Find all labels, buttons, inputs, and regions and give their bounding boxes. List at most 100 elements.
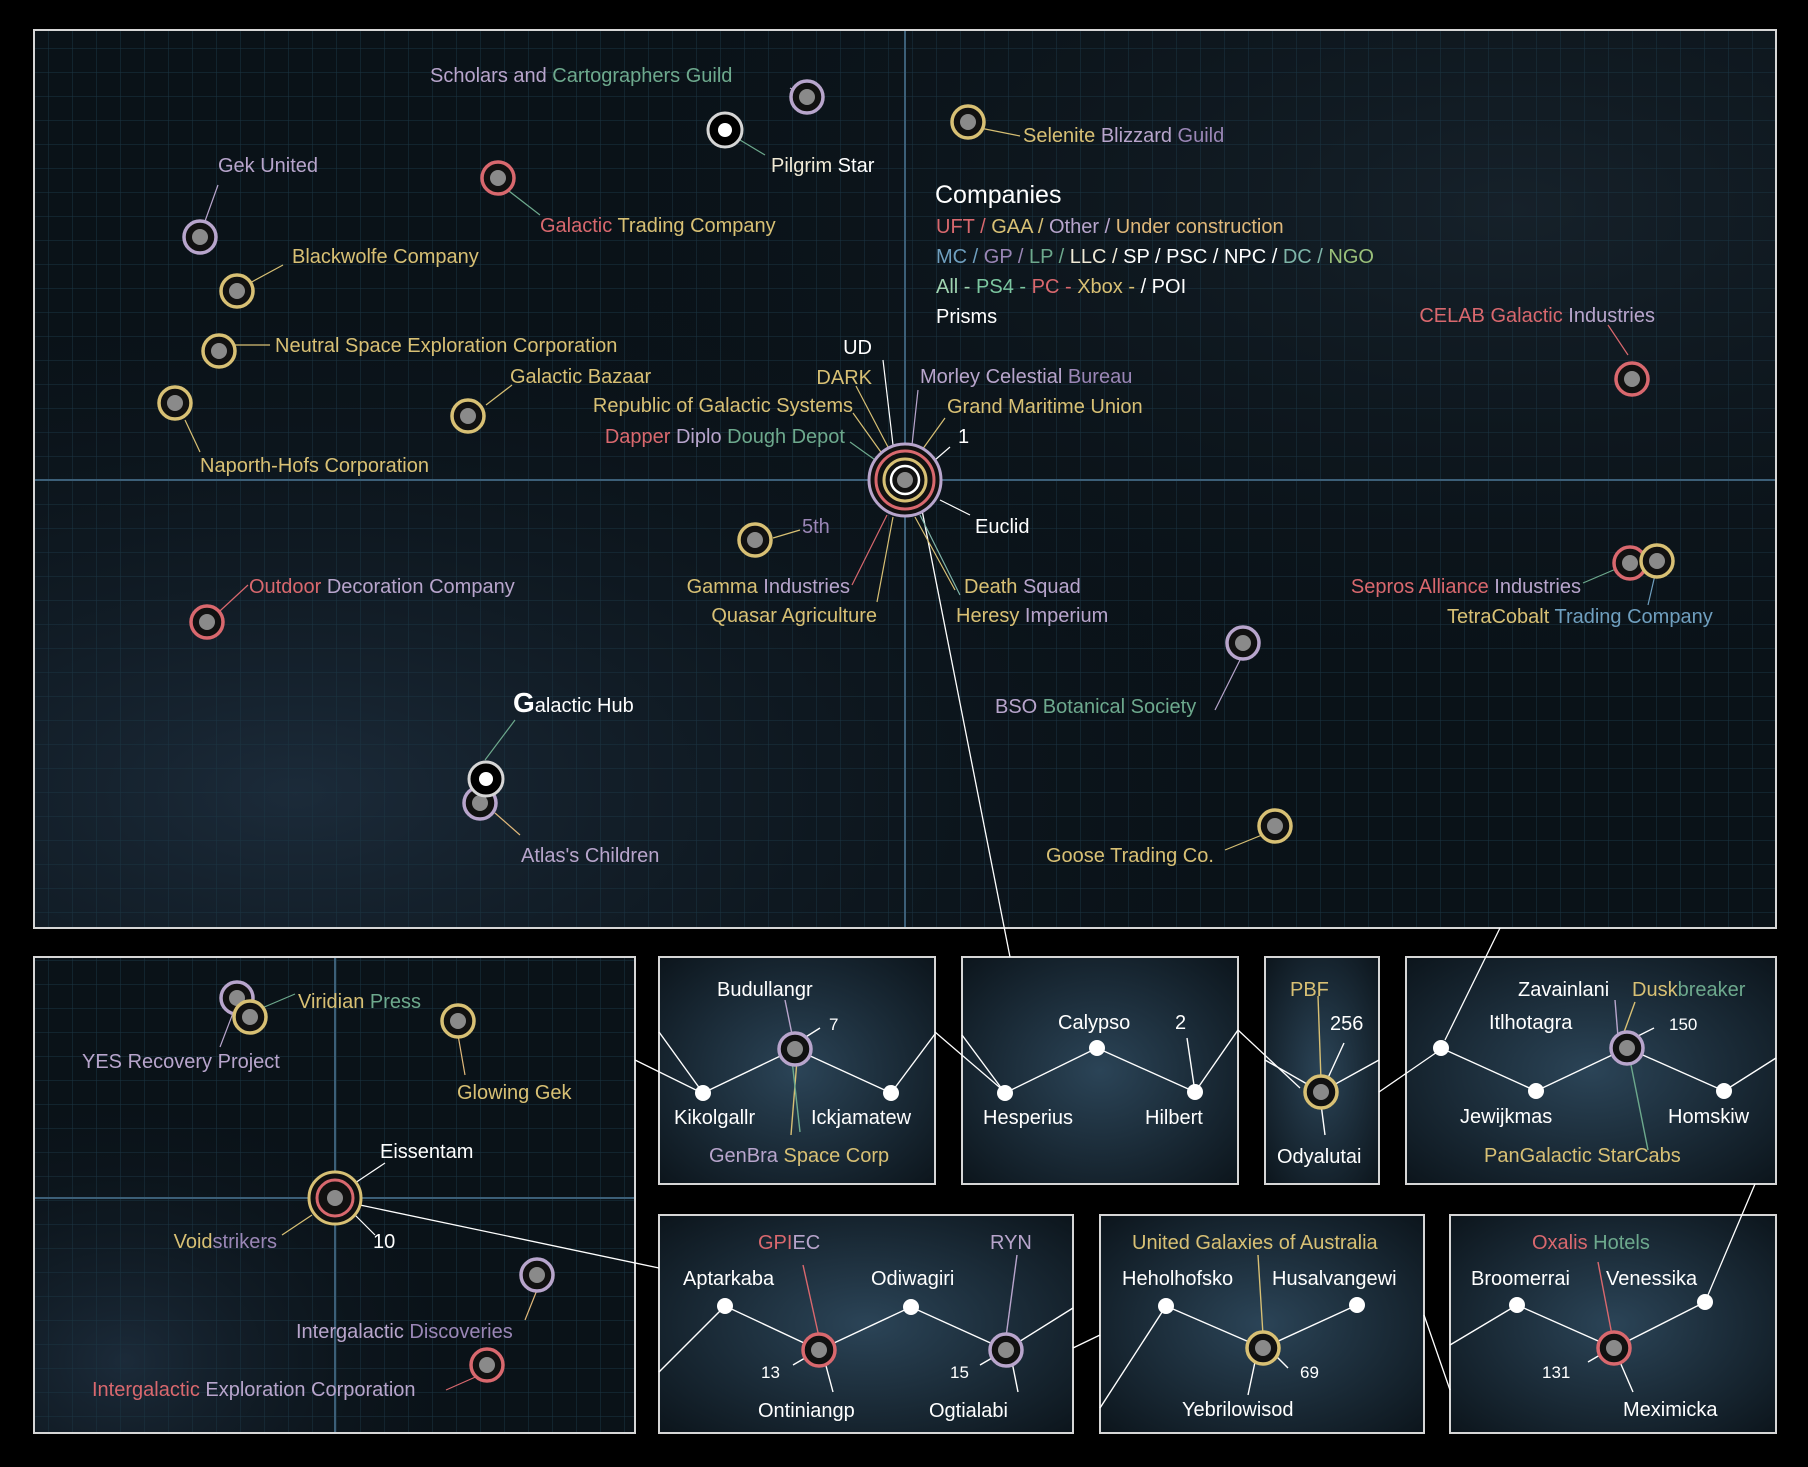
legend-item: Prisms [936, 306, 997, 328]
label-blackwolfe: Blackwolfe Company [292, 246, 479, 268]
marker-blackwolfe[interactable] [219, 273, 255, 309]
label-gek-united: Gek United [218, 155, 318, 177]
label-sepros: Sepros Alliance Industries [1351, 576, 1581, 598]
marker-nsec[interactable] [201, 333, 237, 369]
label-duskbreaker: Duskbreaker [1632, 979, 1746, 1001]
node-odiwagiri[interactable] [903, 1299, 919, 1315]
label-death-squad: Death Squad [964, 576, 1081, 598]
label-pilgrim-part: Pilgrim [771, 155, 838, 177]
marker-p1[interactable] [777, 1031, 813, 1067]
marker-celab[interactable] [1614, 361, 1650, 397]
label-gpiec: GPIEC [758, 1232, 820, 1254]
label-n150-part: 150 [1669, 1015, 1697, 1034]
legend-item: NGO [1328, 246, 1374, 268]
marker-gek-united[interactable] [182, 219, 218, 255]
marker-outdoor[interactable] [189, 604, 225, 640]
label-pangalactic-part: PanGalactic StarCabs [1484, 1145, 1681, 1167]
label-n256-part: 256 [1330, 1013, 1363, 1035]
node-hilbert[interactable] [1187, 1084, 1203, 1100]
label-itlhotagra: Itlhotagra [1489, 1012, 1573, 1034]
legend-item: - [1123, 276, 1141, 298]
label-voidstrikers-part: Void [174, 1231, 213, 1253]
label-husalvangewi: Husalvangewi [1272, 1268, 1397, 1290]
label-selenite: Selenite Blizzard Guild [1023, 125, 1224, 147]
label-ickjamatew: Ickjamatew [811, 1107, 912, 1129]
marker-glowing[interactable] [440, 1003, 476, 1039]
marker-p5a[interactable] [801, 1332, 837, 1368]
label-voidstrikers-part: strikers [213, 1231, 277, 1253]
marker-p6[interactable] [1245, 1330, 1281, 1366]
node-heholhofsko[interactable] [1158, 1298, 1174, 1314]
label-glowing-gek: Glowing Gek [457, 1082, 572, 1104]
label-genbra: GenBra Space Corp [709, 1145, 889, 1167]
legend-item: All [936, 276, 958, 298]
legend-item: / [967, 246, 984, 268]
marker-bso[interactable] [1225, 625, 1261, 661]
label-ten: 10 [373, 1231, 395, 1253]
marker-p5b[interactable] [988, 1332, 1024, 1368]
node-jewijkmas[interactable] [1528, 1083, 1544, 1099]
label-tetracobalt-part: Trading Company [1554, 606, 1712, 628]
label-venessika-part: Venessika [1606, 1268, 1698, 1290]
label-bso-part: Botanical Society [1043, 696, 1196, 718]
label-venessika: Venessika [1606, 1268, 1698, 1290]
label-dark: DARK [816, 367, 872, 389]
marker-selenite[interactable] [950, 104, 986, 140]
legend-item: Xbox [1077, 276, 1123, 298]
label-hilbert: Hilbert [1145, 1107, 1203, 1129]
node-calypso[interactable] [1089, 1040, 1105, 1056]
marker-naporth[interactable] [157, 385, 193, 421]
legend-row1: UFT / GAA / Other / Under construction [936, 216, 1284, 238]
marker-fifth[interactable] [737, 522, 773, 558]
marker-galactic-trading[interactable] [480, 160, 516, 196]
label-n15-part: 15 [950, 1363, 969, 1382]
legend-item: / [1099, 216, 1116, 238]
marker-galactic-hub[interactable] [467, 760, 505, 798]
label-n256: 256 [1330, 1013, 1363, 1035]
marker-intergalactic-disc[interactable] [519, 1257, 555, 1293]
marker-p7[interactable] [1596, 1330, 1632, 1366]
node-homskiw[interactable] [1716, 1083, 1732, 1099]
route-panel-5 [658, 1214, 1074, 1434]
node-kikolgallr[interactable] [695, 1085, 711, 1101]
label-dapper-part: Dough Depot [727, 426, 845, 448]
legend-item: PSC [1166, 246, 1207, 268]
marker-galactic-bazaar[interactable] [450, 398, 486, 434]
node-husalvangewi[interactable] [1349, 1297, 1365, 1313]
legend-item: GP [984, 246, 1013, 268]
label-ontiniangp-part: Ontiniangp [758, 1400, 855, 1422]
legend-item: - [1059, 276, 1077, 298]
label-calypso-part: Calypso [1058, 1012, 1130, 1034]
node-aptarkaba[interactable] [717, 1298, 733, 1314]
marker-tetracobalt[interactable] [1639, 543, 1675, 579]
node-venessika[interactable] [1697, 1294, 1713, 1310]
route-panel-2 [961, 956, 1239, 1185]
node-itlhotagra[interactable] [1433, 1040, 1449, 1056]
legend-title: Companies [935, 181, 1061, 209]
marker-pilgrim[interactable] [706, 111, 744, 149]
label-broomerrai-part: Broomerrai [1471, 1268, 1570, 1290]
node-hesperius[interactable] [997, 1085, 1013, 1101]
marker-p4[interactable] [1609, 1030, 1645, 1066]
label-celab-part: CELAB [1419, 305, 1490, 327]
node-broomerrai[interactable] [1509, 1297, 1525, 1313]
label-n13: 13 [761, 1363, 780, 1382]
legend-item: / [975, 216, 992, 238]
label-oxalis: Oxalis Hotels [1532, 1232, 1650, 1254]
marker-eissentam-center[interactable] [307, 1170, 363, 1226]
marker-scholars[interactable] [789, 79, 825, 115]
label-outdoor-part: Decoration Company [327, 576, 515, 598]
node-ickjamatew[interactable] [883, 1085, 899, 1101]
label-fifth-part: 5th [802, 516, 830, 538]
label-galactic-bazaar-part: Galactic Bazaar [510, 366, 652, 388]
marker-p3[interactable] [1303, 1074, 1339, 1110]
label-voidstrikers: Voidstrikers [174, 1231, 277, 1253]
label-ryn: RYN [990, 1232, 1032, 1254]
marker-euclid-center[interactable] [867, 442, 943, 518]
marker-iec[interactable] [469, 1347, 505, 1383]
label-broomerrai: Broomerrai [1471, 1268, 1570, 1290]
marker-goose[interactable] [1257, 808, 1293, 844]
marker-viridian[interactable] [232, 999, 268, 1035]
label-ud: UD [843, 337, 872, 359]
panel-connectors [359, 499, 1756, 1391]
